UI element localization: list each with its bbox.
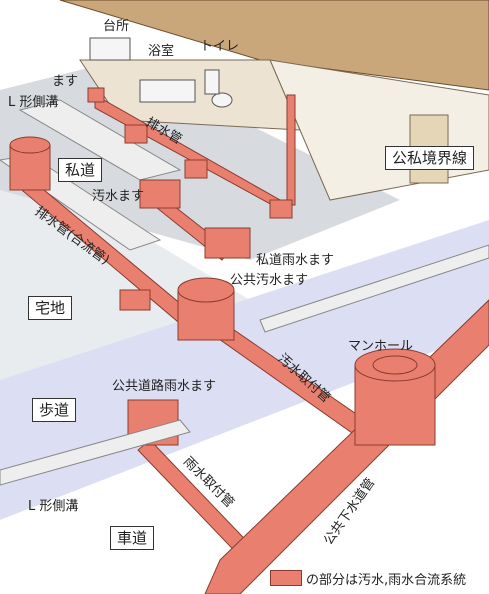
manhole-top <box>354 348 436 382</box>
residential-rain-masu-box <box>119 289 151 311</box>
legend: の部分は汚水,雨水合流系統 <box>270 568 467 588</box>
toilet-tank <box>204 69 220 95</box>
label-public-sewage-masu: 公共汚水ます <box>230 273 309 288</box>
toilet <box>211 92 233 108</box>
label-private-rain-masu: 私道雨水ます <box>256 253 335 268</box>
private-rain-masu-box <box>204 227 251 259</box>
gutter-blocks-bottom <box>0 244 489 486</box>
roof <box>59 0 489 91</box>
label-l-gutter-top: L 形側溝 <box>8 95 59 110</box>
label-manhole: マンホール <box>348 339 414 354</box>
house <box>59 0 489 201</box>
masu-small-4 <box>269 199 293 219</box>
sewage-masu-box <box>139 179 181 209</box>
label-bath: 浴室 <box>148 44 175 59</box>
label-public-road-rain-masu: 公共道路雨水ます <box>112 379 217 394</box>
round-chambers <box>9 136 436 446</box>
masu-small-2 <box>124 124 148 144</box>
kitchen-sink <box>89 37 131 61</box>
corner-riser-top <box>9 136 51 154</box>
label-l-gutter-bottom: L 形側溝 <box>28 499 79 514</box>
bathtub <box>139 79 196 103</box>
masu-small-3 <box>184 159 208 179</box>
label-toilet: トイレ <box>200 39 240 54</box>
label-kitchen: 台所 <box>103 19 130 34</box>
label-residential: 宅地 <box>28 296 73 320</box>
public-sewage-masu-top <box>177 277 235 303</box>
masu-small-1 <box>87 87 105 103</box>
legend-swatch <box>270 570 302 586</box>
legend-text: の部分は汚水,雨水合流系統 <box>306 572 467 588</box>
manhole-cover <box>372 355 418 375</box>
label-sewage-masu: 汚水ます <box>92 189 145 204</box>
label-masu: ます <box>52 74 79 89</box>
label-roadway: 車道 <box>110 526 155 550</box>
label-boundary: 公私境界線 <box>385 146 475 170</box>
drain-pipe-vertical <box>286 94 296 206</box>
label-sidewalk: 歩道 <box>32 398 77 422</box>
label-private-road: 私道 <box>58 158 103 182</box>
